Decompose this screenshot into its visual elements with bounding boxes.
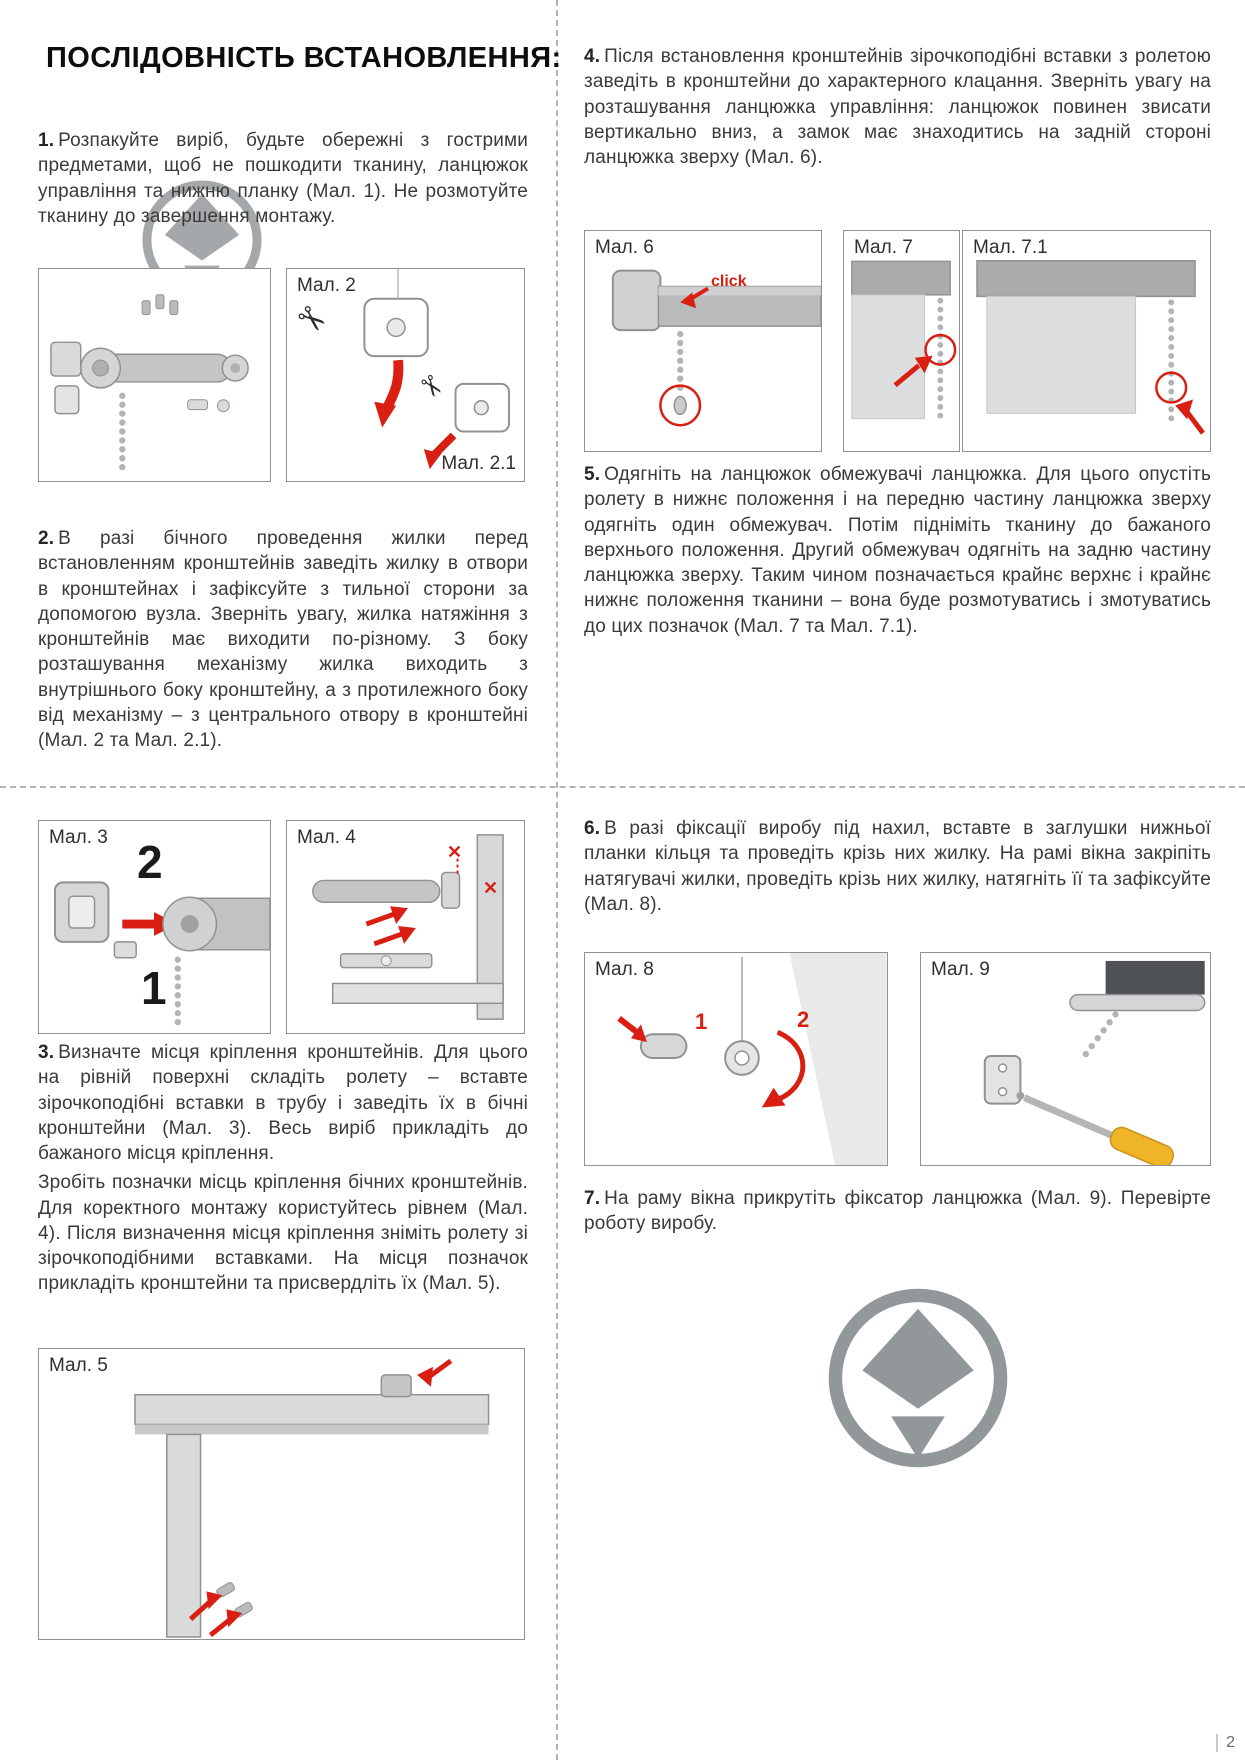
step-6-paragraph: 6.В разі фіксації виробу під нахил, вста… bbox=[584, 816, 1211, 917]
figure-1-illustration bbox=[50, 294, 249, 471]
step-6: 6.В разі фіксації виробу під нахил, вста… bbox=[584, 816, 1211, 917]
drill-mark-icon: ✕ bbox=[447, 842, 463, 862]
figure-2-illustration bbox=[363, 269, 511, 470]
step-2-paragraph: 2.В разі бічного проведення жилки перед … bbox=[38, 526, 528, 753]
page-number: 2 bbox=[1216, 1734, 1235, 1752]
step-3-number: 3. bbox=[38, 1042, 55, 1063]
step-2-text: В разі бічного проведення жилки перед вс… bbox=[38, 528, 528, 752]
figure-6-illustration bbox=[611, 269, 821, 427]
figure-7-label: Мал. 7 bbox=[854, 237, 913, 258]
chain-beads bbox=[119, 392, 126, 471]
figure-5-illustration bbox=[134, 1358, 490, 1638]
figure-3-label: Мал. 3 bbox=[49, 827, 108, 848]
callout-number-2: 2 bbox=[137, 836, 163, 888]
drill-mark-icon: ✕ bbox=[483, 878, 499, 898]
figure-3-illustration bbox=[53, 881, 270, 1026]
step-5-text: Одягніть на ланцюжок обмежувачі ланцюжка… bbox=[584, 464, 1211, 637]
figure-5-label: Мал. 5 bbox=[49, 1355, 108, 1376]
chain-beads bbox=[174, 956, 181, 1026]
step-2: 2.В разі бічного проведення жилки перед … bbox=[38, 526, 528, 753]
figure-4-label: Мал. 4 bbox=[297, 827, 356, 848]
figure-7: Мал. 7 bbox=[843, 230, 960, 452]
chain-beads bbox=[937, 297, 944, 419]
figure-3: Мал. 3 2 1 bbox=[38, 820, 271, 1034]
step-7-paragraph: 7.На раму вікна прикрутіть фіксатор ланц… bbox=[584, 1186, 1211, 1237]
section-divider-horizontal bbox=[0, 786, 1245, 788]
figure-6-label: Мал. 6 bbox=[595, 237, 654, 258]
step-4-paragraph: 4.Після встановлення кронштейнів зірочко… bbox=[584, 44, 1211, 170]
step-1-paragraph: 1.Розпакуйте виріб, будьте обережні з го… bbox=[38, 128, 528, 229]
figure-7-1: Мал. 7.1 bbox=[962, 230, 1211, 452]
figure-7-1-label: Мал. 7.1 bbox=[973, 237, 1048, 258]
figure-8-illustration bbox=[617, 953, 887, 1165]
column-divider-vertical bbox=[556, 0, 558, 1760]
step-7-number: 7. bbox=[584, 1188, 601, 1209]
chain-beads bbox=[1082, 1011, 1119, 1058]
step-3: 3.Визначте місця кріплення кронштейнів. … bbox=[38, 1040, 528, 1297]
step-5: 5.Одягніть на ланцюжок обмежувачі ланцюж… bbox=[584, 462, 1211, 639]
step-3-paragraph-1: 3.Визначте місця кріплення кронштейнів. … bbox=[38, 1040, 528, 1166]
callout-number-2: 2 bbox=[797, 1007, 810, 1032]
step-1-number: 1. bbox=[38, 130, 55, 151]
figure-9-illustration bbox=[983, 960, 1206, 1165]
click-label: click bbox=[711, 273, 747, 290]
figure-9-label: Мал. 9 bbox=[931, 959, 990, 980]
figure-9: Мал. 9 bbox=[920, 952, 1211, 1166]
step-4-number: 4. bbox=[584, 46, 601, 67]
figure-2-1-label: Мал. 2.1 bbox=[441, 453, 516, 474]
step-7: 7.На раму вікна прикрутіть фіксатор ланц… bbox=[584, 1186, 1211, 1237]
step-3-text-2: Зробіть позначки місць кріплення бічних … bbox=[38, 1172, 528, 1295]
step-5-paragraph: 5.Одягніть на ланцюжок обмежувачі ланцюж… bbox=[584, 462, 1211, 639]
step-2-number: 2. bbox=[38, 528, 55, 549]
chain-beads bbox=[677, 330, 684, 391]
callout-number-1: 1 bbox=[141, 962, 167, 1014]
chain-limiter-highlight bbox=[924, 333, 957, 366]
step-1-text: Розпакуйте виріб, будьте обережні з гост… bbox=[38, 130, 528, 227]
figure-6: Мал. 6 click bbox=[584, 230, 822, 452]
step-4: 4.Після встановлення кронштейнів зірочко… bbox=[584, 44, 1211, 170]
callout-number-1: 1 bbox=[695, 1009, 708, 1034]
figure-1 bbox=[38, 268, 271, 482]
figure-8-label: Мал. 8 bbox=[595, 959, 654, 980]
step-5-number: 5. bbox=[584, 464, 601, 485]
step-7-text: На раму вікна прикрутіть фіксатор ланцюж… bbox=[584, 1188, 1211, 1235]
figure-7-illustration bbox=[851, 260, 957, 420]
figure-7-1-illustration bbox=[976, 259, 1205, 435]
figure-2-label: Мал. 2 bbox=[297, 275, 356, 296]
figure-2: Мал. 2 Мал. 2.1 ✂ ✂ bbox=[286, 268, 525, 482]
step-4-text: Після встановлення кронштейнів зірочкопо… bbox=[584, 46, 1211, 169]
chain-limiter-highlight bbox=[1155, 371, 1188, 404]
step-3-paragraph-2: Зробіть позначки місць кріплення бічних … bbox=[38, 1170, 528, 1296]
step-6-text: В разі фіксації виробу під нахил, вставт… bbox=[584, 818, 1211, 915]
chain-beads bbox=[1168, 299, 1175, 422]
step-3-text: Визначте місця кріплення кронштейнів. Дл… bbox=[38, 1042, 528, 1165]
figure-5: Мал. 5 bbox=[38, 1348, 525, 1640]
step-1: 1.Розпакуйте виріб, будьте обережні з го… bbox=[38, 128, 528, 229]
chain-lock-highlight bbox=[659, 384, 702, 427]
figure-8: Мал. 8 1 2 bbox=[584, 952, 888, 1166]
figure-4-illustration bbox=[312, 834, 504, 1020]
step-6-number: 6. bbox=[584, 818, 601, 839]
figure-4: Мал. 4 ✕ ✕ bbox=[286, 820, 525, 1034]
page-title: ПОСЛІДОВНІСТЬ ВСТАНОВЛЕННЯ: bbox=[46, 42, 562, 74]
brand-watermark-icon bbox=[822, 1282, 1014, 1474]
